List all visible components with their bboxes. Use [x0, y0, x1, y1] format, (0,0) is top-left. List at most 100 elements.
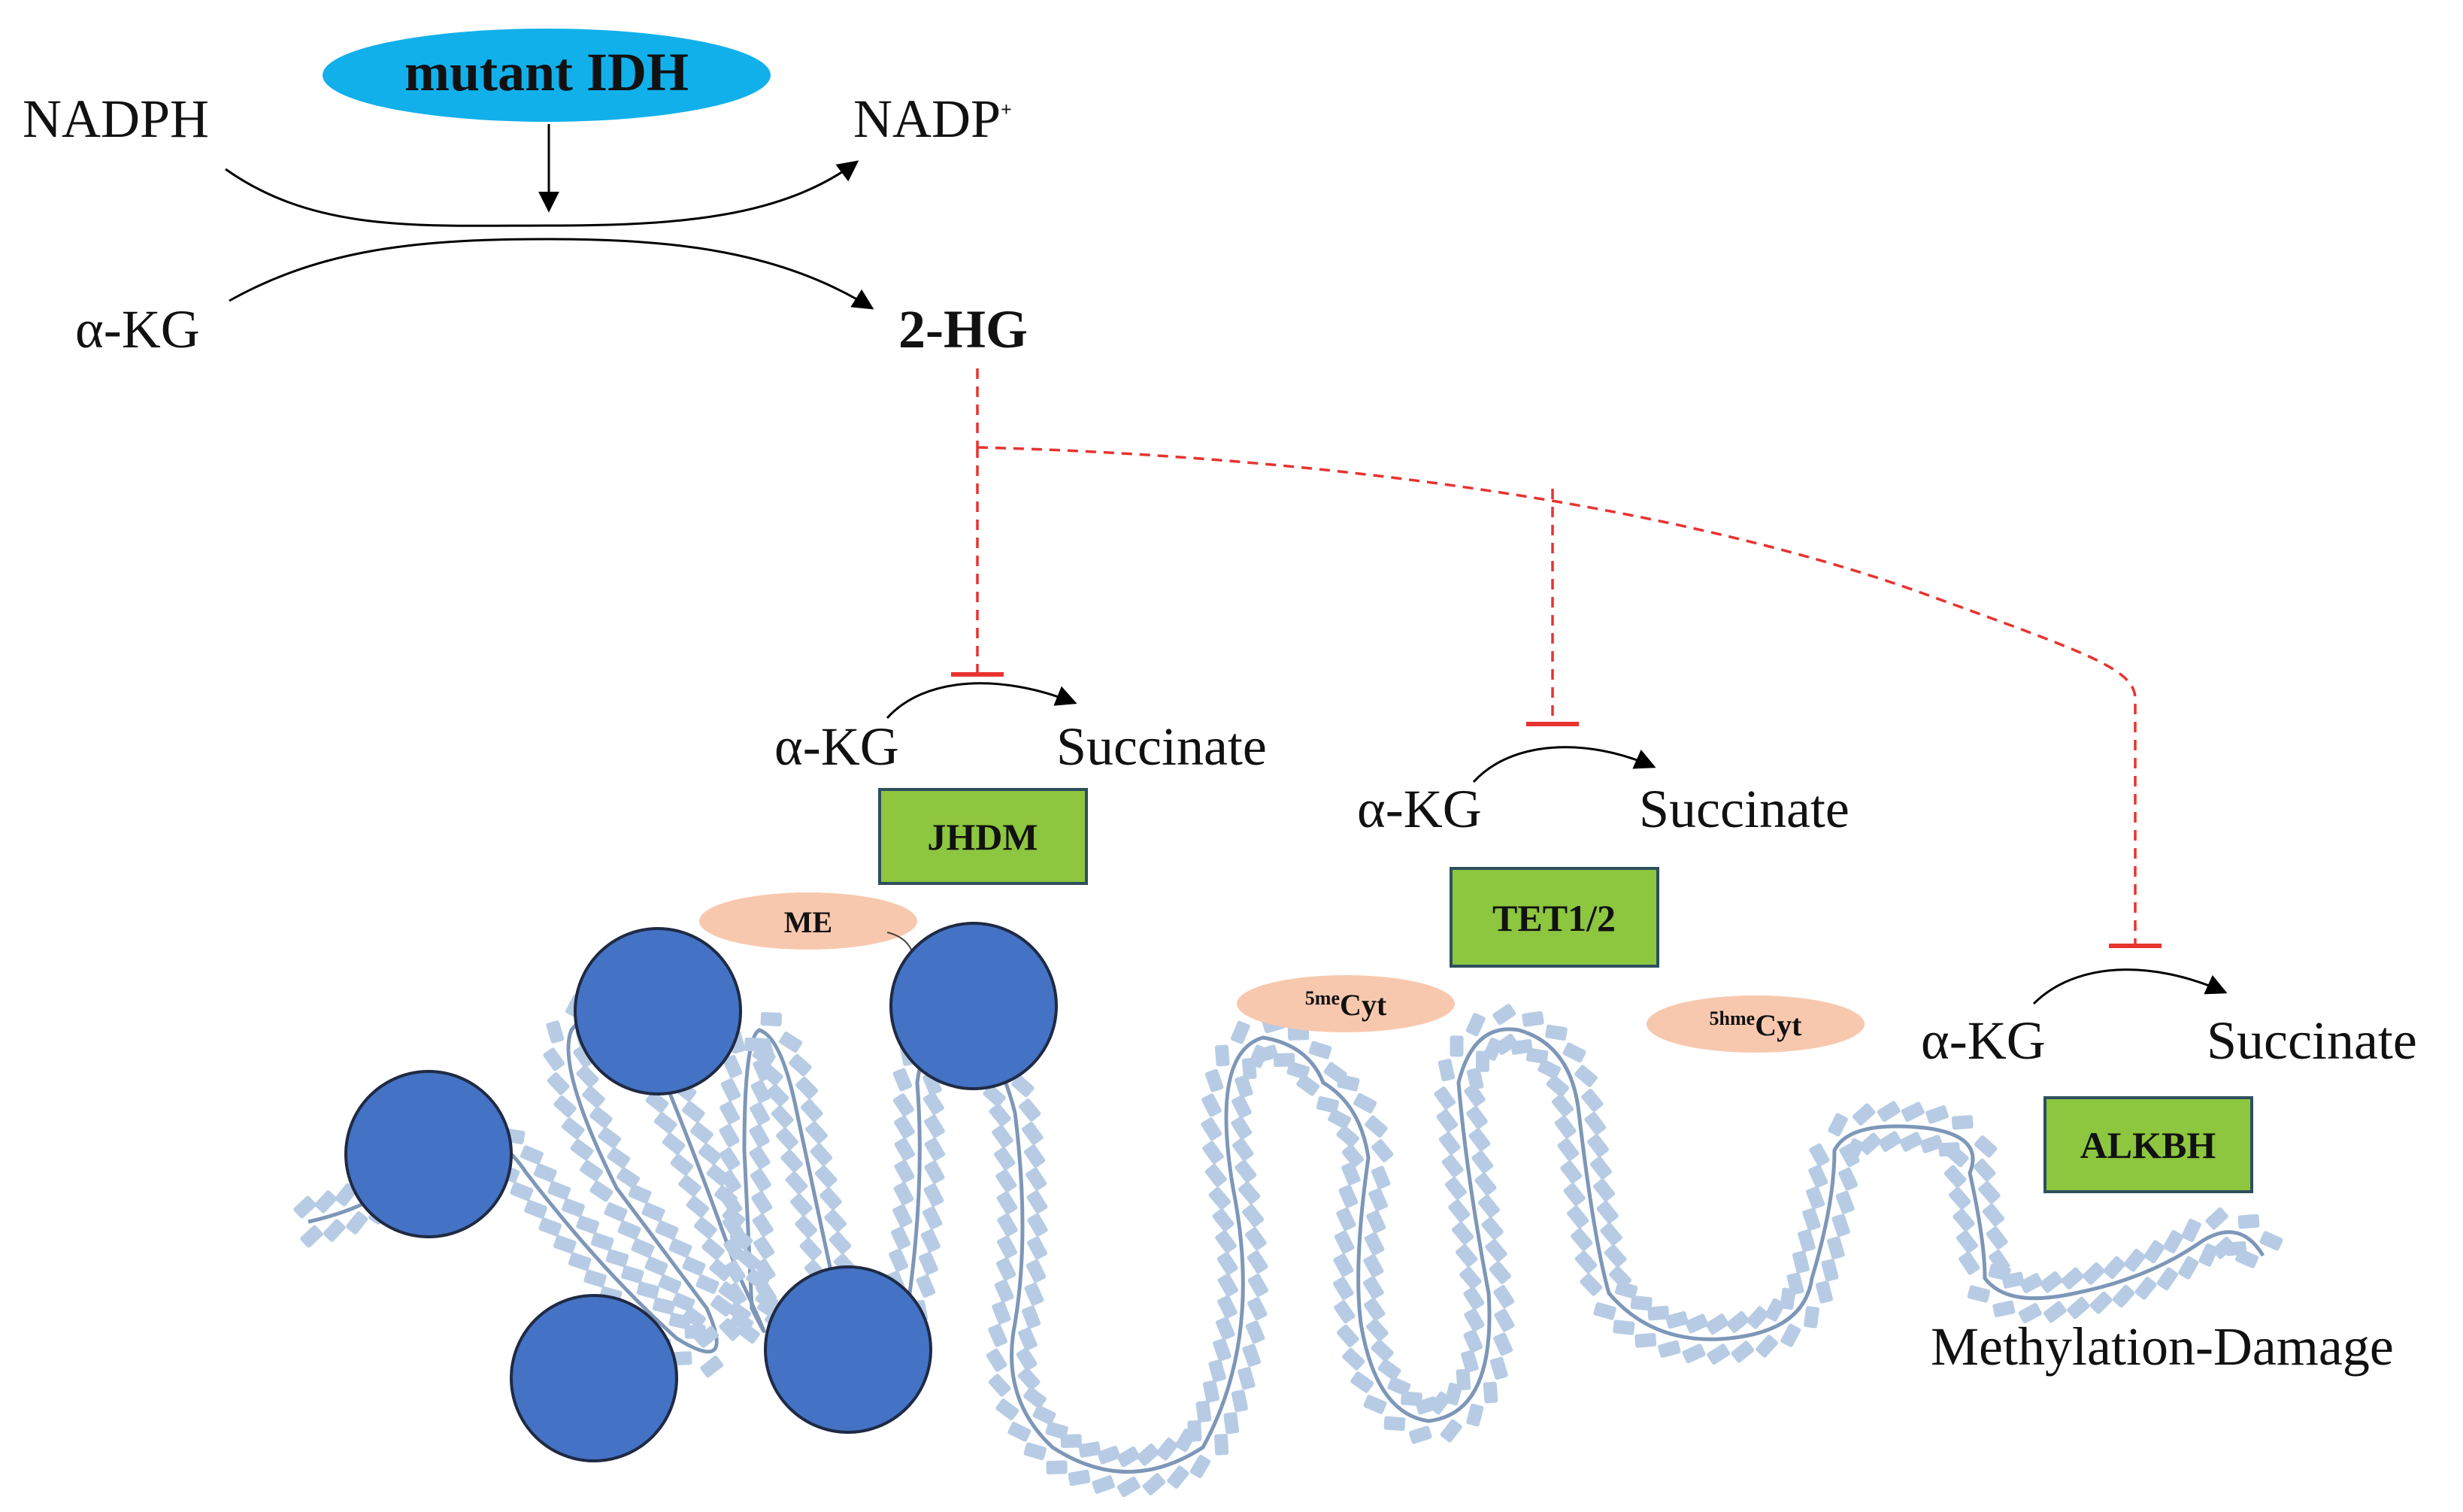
- dna-rung: [1371, 1165, 1391, 1189]
- dna-rung: [1334, 1300, 1356, 1324]
- dna-rung: [583, 1269, 607, 1288]
- dna-rung: [1746, 1306, 1769, 1329]
- dna-rung: [670, 1153, 694, 1176]
- dna-rung: [1726, 1311, 1750, 1333]
- dna-rung: [533, 1163, 557, 1183]
- dna-rung: [671, 1292, 695, 1312]
- dna-rung: [752, 1214, 774, 1238]
- dna-rung: [1815, 1280, 1833, 1304]
- dna-rung: [1387, 1377, 1411, 1396]
- dna-rung: [719, 1147, 741, 1171]
- dna-rung: [1142, 1473, 1166, 1495]
- dna-rung: [721, 1192, 743, 1216]
- dna-rung: [1731, 1341, 1755, 1363]
- dna-rung: [1682, 1344, 1706, 1364]
- mutant-idh-label: mutant IDH: [404, 42, 689, 102]
- dna-rung: [1247, 1250, 1268, 1274]
- dna-rung: [893, 1182, 914, 1206]
- dna-rung: [1522, 1011, 1544, 1027]
- dna-rung: [785, 1171, 808, 1195]
- me-mark-label: ME: [784, 905, 832, 939]
- dna-rung: [1580, 1273, 1603, 1296]
- dna-rung: [1333, 1253, 1354, 1277]
- dna-rung: [1023, 1144, 1046, 1168]
- dna-rung: [726, 1282, 747, 1306]
- dna-rung: [750, 1101, 771, 1126]
- dna-rung: [1581, 1089, 1604, 1112]
- dna-rung: [751, 1191, 773, 1215]
- nadph-label: NADPH: [23, 89, 209, 149]
- dna-rung: [655, 1220, 679, 1240]
- dna-rung: [924, 1114, 945, 1138]
- dna-rung: [892, 1093, 914, 1117]
- dna-rung: [2143, 1240, 2165, 1264]
- dna-rung: [553, 1095, 577, 1118]
- dna-rung: [2156, 1267, 2179, 1291]
- dna-rung: [1366, 1210, 1386, 1234]
- dna-rung: [1366, 1318, 1389, 1342]
- dna-rung: [543, 1047, 565, 1071]
- dna-rung: [1201, 1093, 1222, 1117]
- dna-rung: [1802, 1207, 1821, 1231]
- dna-rung: [1364, 1232, 1385, 1256]
- dna-rung: [631, 1238, 655, 1258]
- dna-rung: [752, 1045, 776, 1067]
- dna-rung: [805, 1121, 828, 1144]
- dna-rung: [723, 1237, 745, 1261]
- dna-rung: [720, 1077, 741, 1101]
- dna-rung: [1026, 1190, 1048, 1214]
- dna-rung: [590, 1232, 614, 1251]
- dna-rung: [314, 1190, 338, 1214]
- tet-label: TET1/2: [1492, 897, 1616, 939]
- dna-rung: [1466, 1105, 1488, 1129]
- dna-rung: [547, 1180, 571, 1200]
- dna-rung: [1116, 1476, 1141, 1498]
- dna-rung: [760, 1063, 783, 1086]
- dna-rung: [1604, 1244, 1627, 1268]
- dna-rung: [1571, 1228, 1593, 1251]
- dna-rung: [1461, 1350, 1479, 1373]
- dna-rung: [690, 1122, 713, 1144]
- dna-rung: [520, 1145, 544, 1165]
- dna-rung: [678, 1174, 701, 1197]
- dna-rung: [1792, 1250, 1810, 1274]
- dna-rung: [589, 1180, 613, 1202]
- dna-rung: [698, 1143, 722, 1165]
- dna-rung: [1978, 1180, 2001, 1204]
- dna-rung: [1554, 1115, 1577, 1139]
- dna-rung: [995, 1257, 1016, 1281]
- dna-rung: [918, 1251, 938, 1275]
- dna-rung: [1097, 1445, 1121, 1465]
- dna-rung: [814, 1165, 838, 1189]
- 2hg-label: 2-HG: [898, 299, 1028, 359]
- dna-rung: [1202, 1141, 1224, 1165]
- nadph-to-nadp-arrow: [225, 160, 859, 227]
- dna-rung: [1245, 1227, 1267, 1251]
- dna-rung: [995, 1398, 1019, 1421]
- dna-rung: [1589, 1156, 1612, 1180]
- dna-rung: [524, 1199, 548, 1219]
- dna-rung: [2019, 1273, 2043, 1294]
- dna-rung: [1587, 1134, 1609, 1158]
- dna-rung: [2040, 1271, 2063, 1293]
- dna-rung: [1202, 1380, 1220, 1403]
- dna-rung: [644, 1256, 668, 1276]
- dna-rung: [2181, 1218, 2201, 1242]
- dna-rung: [1483, 1381, 1498, 1404]
- dna-rung: [1705, 1314, 1729, 1335]
- dna-rung: [916, 1274, 936, 1298]
- dna-rung: [2082, 1262, 2105, 1285]
- dna-rung: [1574, 1250, 1598, 1274]
- dna-rung: [617, 1167, 641, 1189]
- dna-rung: [1455, 1244, 1478, 1268]
- dna-rung: [1023, 1442, 1047, 1461]
- dna-rung: [1859, 1132, 1882, 1156]
- 5hmecyt-mark-label: 5hmeCyt: [1710, 1007, 1803, 1042]
- dna-rung: [1986, 1226, 2008, 1250]
- dna-rung: [1377, 1359, 1401, 1380]
- dna-rung: [1444, 1177, 1467, 1200]
- dna-rung: [1560, 1160, 1583, 1184]
- inhibition-bars: [951, 672, 2162, 948]
- dna-rung: [923, 1183, 944, 1207]
- dna-rung: [1826, 1236, 1845, 1259]
